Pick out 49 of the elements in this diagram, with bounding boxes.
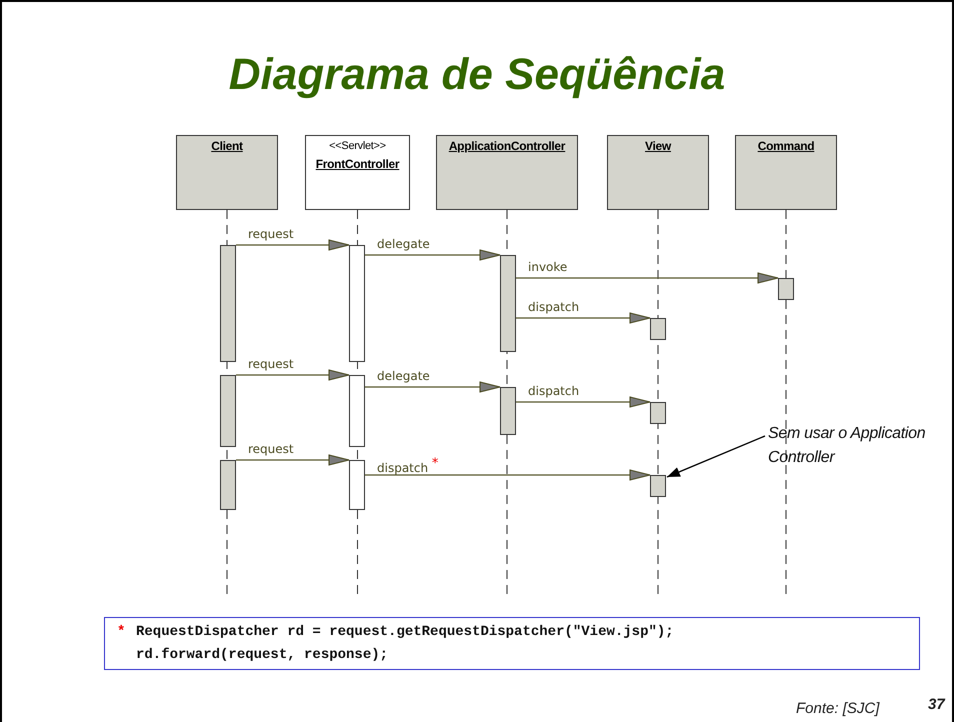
object-name: FrontController	[316, 156, 400, 172]
message-arrow	[516, 272, 778, 284]
page-number: 37	[928, 696, 945, 713]
activation-bar	[500, 255, 516, 352]
activation-bar	[220, 375, 236, 447]
message-arrow	[236, 454, 350, 466]
lifeline-head	[607, 135, 709, 210]
code-line: rd.forward(request, response);	[136, 647, 388, 663]
footnote-mark: *	[117, 624, 126, 640]
leader-arrow	[666, 435, 766, 478]
object-name: ApplicationController	[448, 138, 566, 154]
activation-bar	[500, 387, 516, 435]
object-name: Command	[758, 138, 814, 154]
message-arrow	[516, 312, 650, 324]
message-arrow	[365, 382, 500, 392]
edge-label: request	[248, 442, 294, 456]
message-arrow	[365, 250, 500, 260]
edge-label: request	[248, 357, 294, 371]
lifeline-head	[735, 135, 837, 210]
message-arrow	[236, 370, 350, 380]
stereotype-label: <<Servlet>>	[329, 139, 386, 154]
object-name: View	[645, 138, 671, 154]
activation-bar	[650, 475, 666, 497]
activation-bar	[220, 460, 236, 510]
edge-label: delegate	[377, 237, 430, 251]
activation-bar	[349, 245, 365, 362]
edge-label: dispatch	[528, 300, 580, 314]
activation-bar	[778, 278, 794, 300]
lifeline-head	[305, 135, 410, 210]
message-arrow	[365, 470, 650, 480]
object-name: Client	[211, 138, 243, 154]
activation-bar	[650, 402, 666, 424]
edge-label: dispatch	[528, 384, 580, 398]
slide-title: Diagrama de Seqüência	[228, 50, 726, 100]
activation-bar	[349, 375, 365, 447]
edge-label: invoke	[528, 260, 568, 274]
edge-label: delegate	[377, 369, 430, 383]
code-line: RequestDispatcher rd = request.getRequestDispatcher("View.jsp");	[136, 624, 674, 640]
source-note: Fonte: [SJC]	[796, 700, 880, 717]
activation-bar	[650, 318, 666, 340]
lifeline-head	[436, 135, 578, 210]
note-text: Sem usar o Application Controller	[768, 422, 948, 470]
activation-bar	[220, 245, 236, 362]
message-arrow	[516, 396, 650, 408]
activation-bar	[349, 460, 365, 510]
lifeline-head	[176, 135, 278, 210]
message-arrow	[236, 240, 350, 250]
code-box	[104, 617, 920, 670]
edge-label: request	[248, 227, 294, 241]
